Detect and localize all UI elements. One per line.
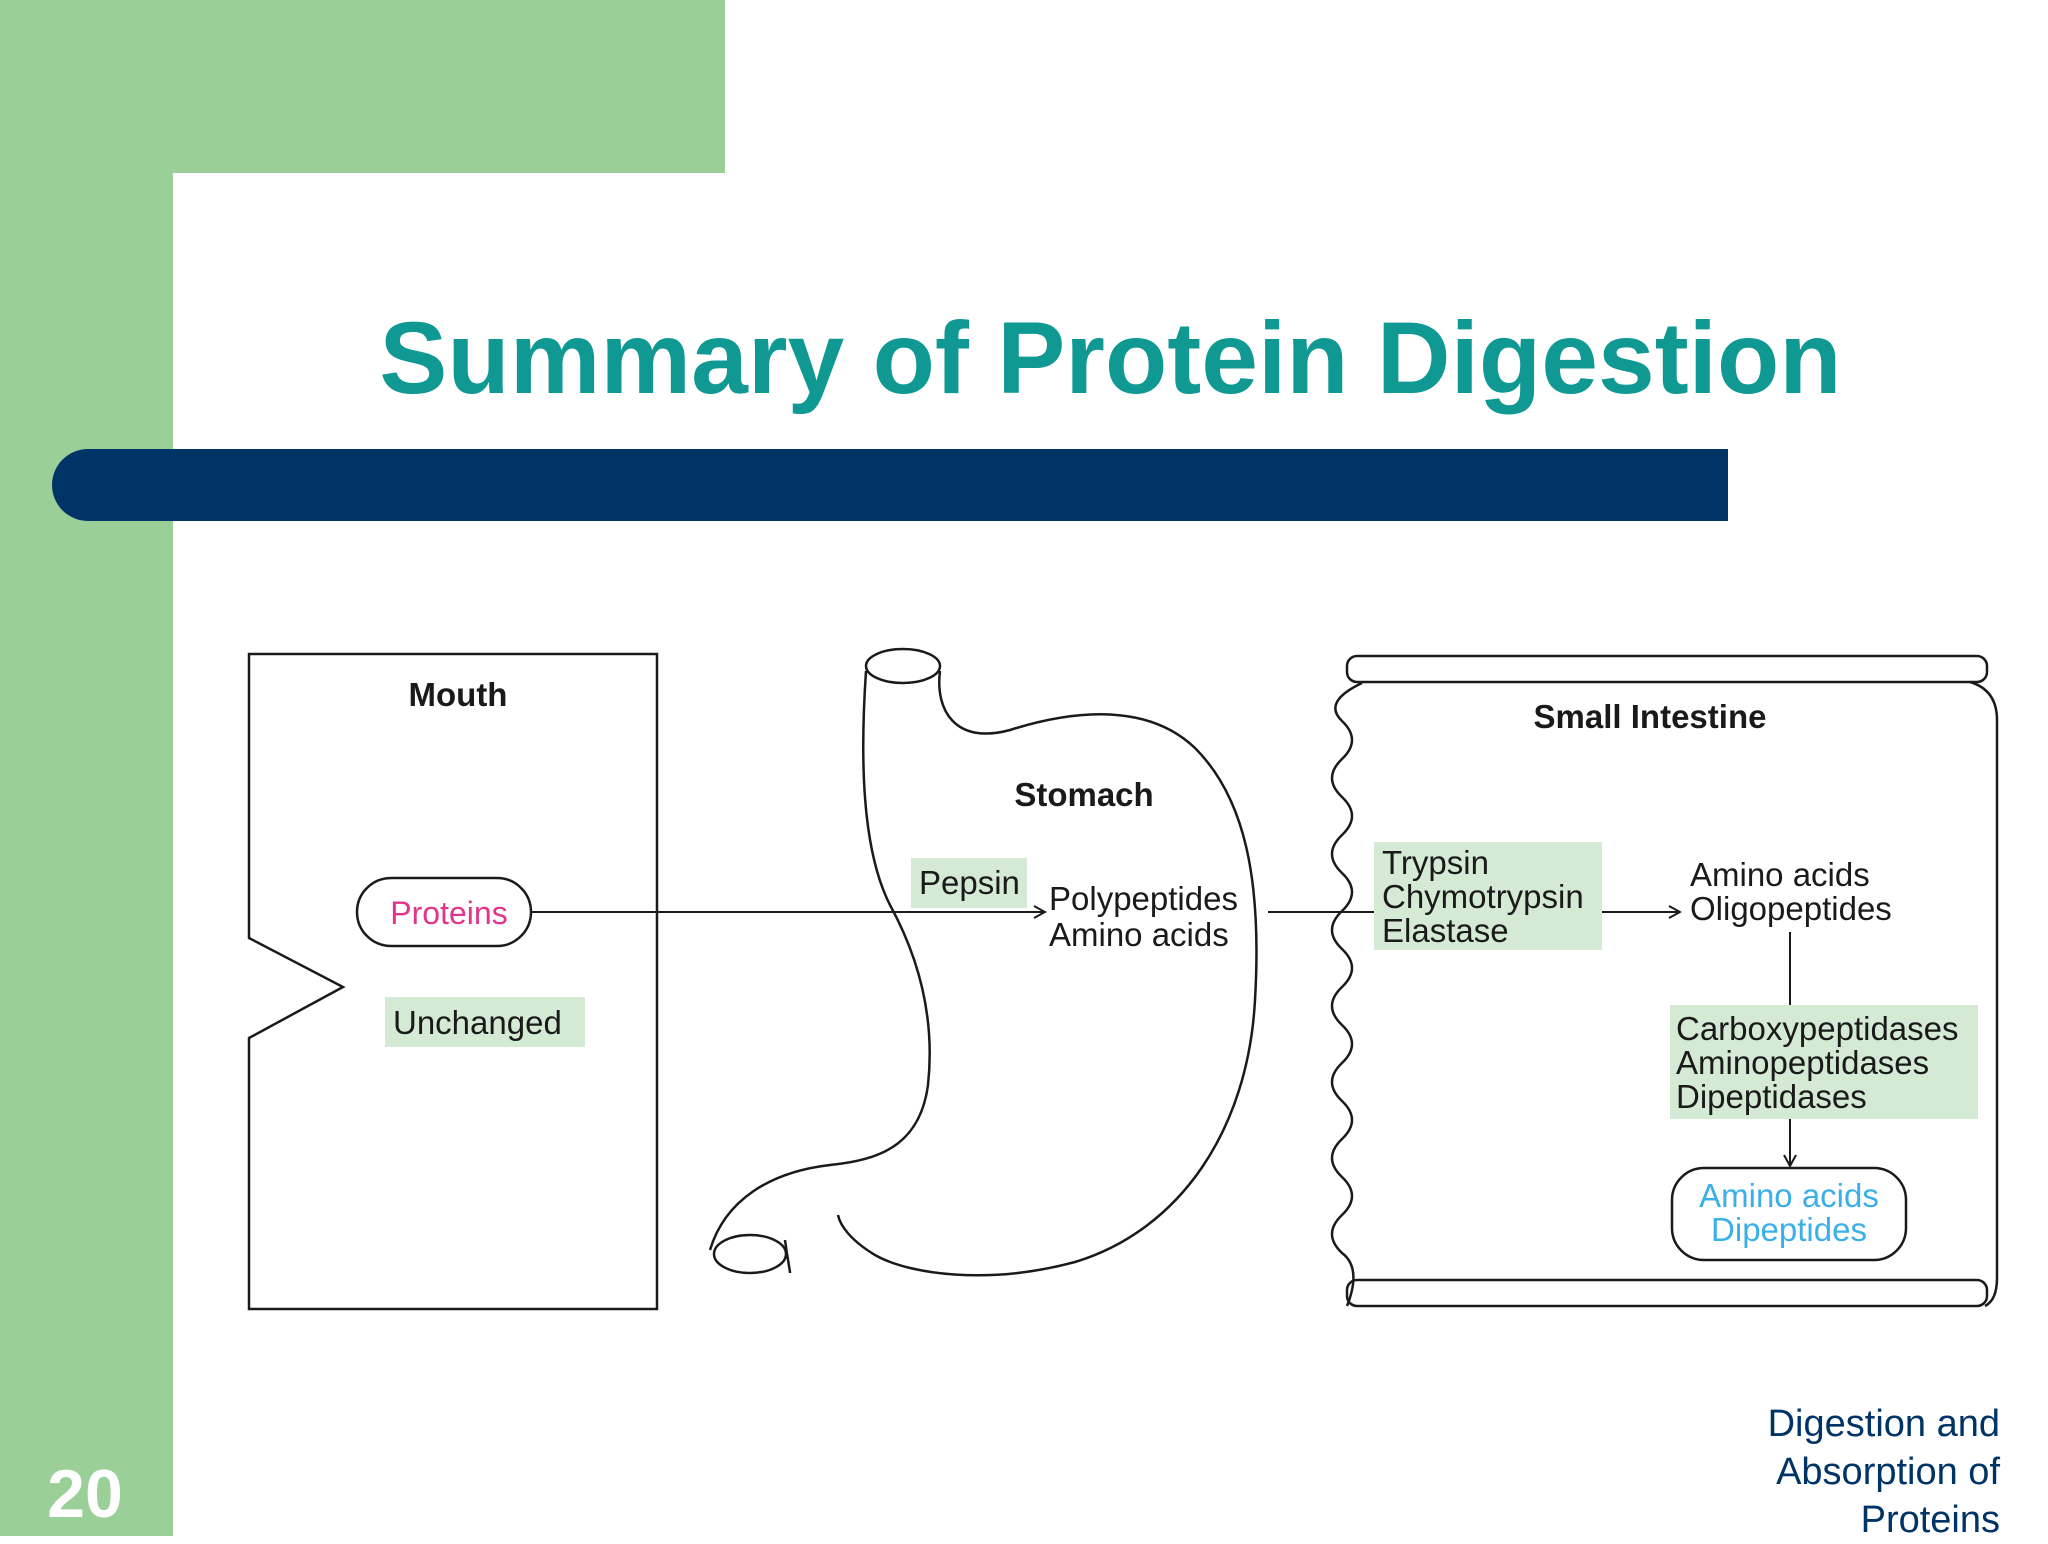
stomach-product-amino-acids: Amino acids	[1049, 916, 1229, 953]
final-products-pill	[1670, 1166, 1908, 1262]
final-amino-acids: Amino acids	[1699, 1177, 1879, 1214]
footer-line-3: Proteins	[1860, 1499, 2000, 1541]
pepsin-highlight	[911, 858, 1027, 908]
intestine-villi-edge	[1330, 681, 1363, 1307]
intermediate-amino-acids: Amino acids	[1690, 856, 1870, 893]
intermediate-oligopeptides: Oligopeptides	[1690, 890, 1892, 927]
green-sidebar	[0, 0, 173, 1536]
intestine-top-wall	[1345, 654, 1989, 684]
stomach-outline	[708, 670, 1258, 1277]
pylorus-opening	[712, 1233, 788, 1275]
green-top-block	[0, 0, 725, 173]
pancreatic-enzymes-highlight	[1374, 842, 1602, 950]
brush-border-enzymes-highlight	[1670, 1005, 1978, 1119]
slide-title: Summary of Protein Digestion	[379, 301, 1842, 415]
unchanged-highlight	[385, 997, 585, 1047]
enzyme-elastase: Elastase	[1382, 912, 1509, 949]
intestine-right-wall	[1969, 680, 1999, 1308]
proteins-label: Proteins	[390, 895, 507, 931]
footer-line-2: Absorption of	[1776, 1451, 2000, 1493]
intestine-bottom-wall	[1345, 1278, 1989, 1308]
esophagus-opening	[864, 647, 942, 685]
stomach-product-polypeptides: Polypeptides	[1049, 880, 1238, 917]
enzyme-dipeptidases: Dipeptidases	[1676, 1078, 1867, 1115]
mouth-outline	[247, 652, 659, 1311]
final-dipeptides: Dipeptides	[1711, 1211, 1867, 1248]
enzyme-aminopeptidases: Aminopeptidases	[1676, 1044, 1929, 1081]
mouth-label: Mouth	[409, 676, 508, 713]
enzyme-chymotrypsin: Chymotrypsin	[1382, 878, 1584, 915]
unchanged-label: Unchanged	[393, 1004, 562, 1041]
enzyme-carboxypeptidases: Carboxypeptidases	[1676, 1010, 1959, 1047]
footer-caption: Digestion and Absorption of Proteins	[1600, 1400, 2000, 1544]
stomach-label: Stomach	[1014, 776, 1153, 813]
title-underline-bar	[52, 449, 1728, 521]
small-intestine-label: Small Intestine	[1534, 698, 1767, 735]
enzyme-trypsin: Trypsin	[1382, 844, 1489, 881]
slide-number: 20	[47, 1456, 123, 1532]
pepsin-label: Pepsin	[919, 864, 1020, 901]
footer-line-1: Digestion and	[1767, 1403, 2000, 1445]
